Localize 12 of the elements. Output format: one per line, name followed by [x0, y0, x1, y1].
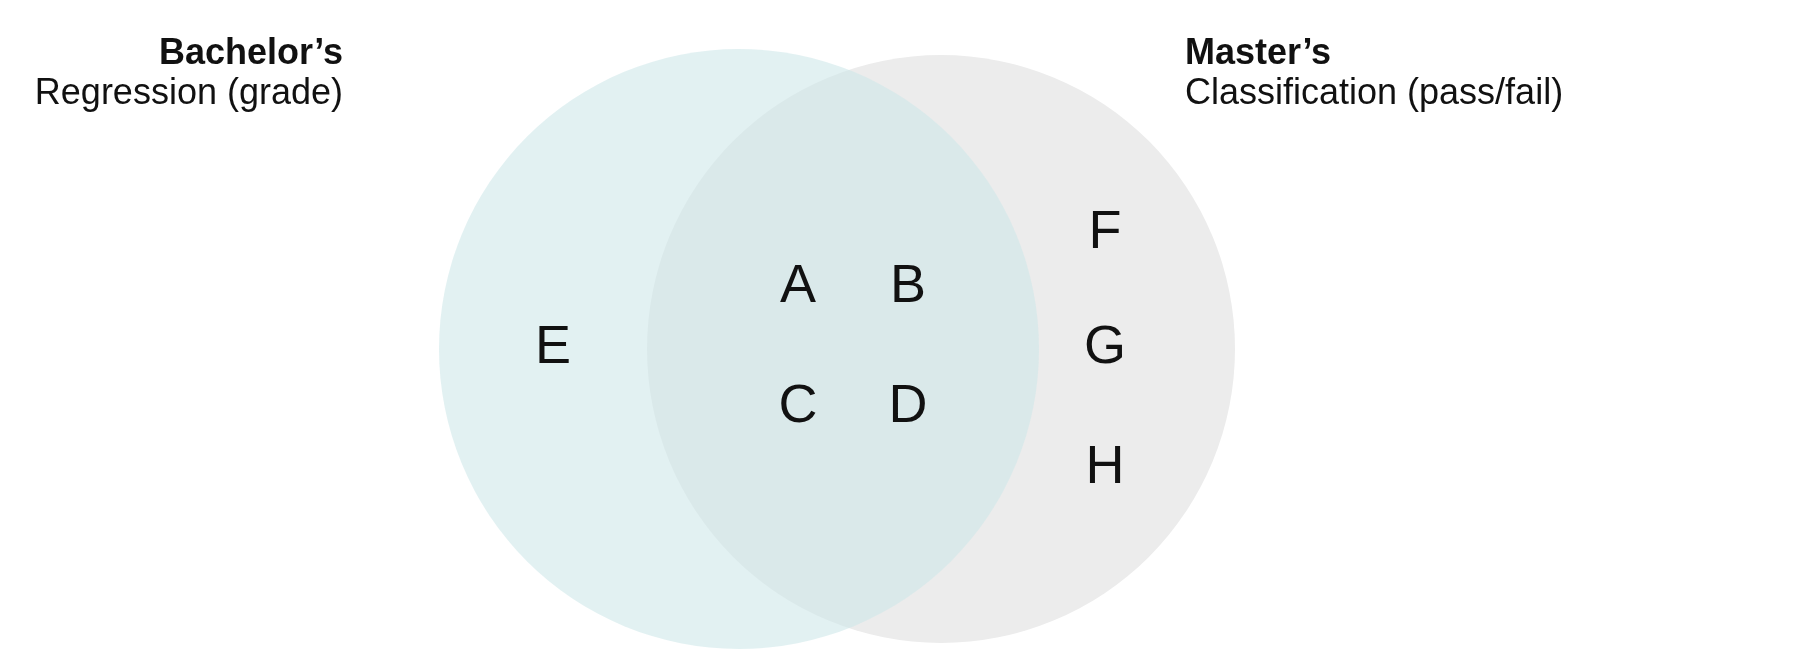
- region-letter: C: [778, 373, 818, 433]
- set-title: Master’s: [1185, 32, 1332, 72]
- region-letter: F: [1088, 199, 1122, 259]
- region-letter: A: [780, 253, 816, 313]
- region-letter: B: [890, 253, 926, 313]
- set-subtitle: Classification (pass/fail): [1185, 72, 1564, 112]
- region-letter: D: [888, 373, 928, 433]
- region-letter: H: [1085, 434, 1125, 494]
- region-letter: G: [1084, 314, 1126, 374]
- set-title: Bachelor’s: [158, 32, 343, 72]
- set-subtitle: Regression (grade): [34, 72, 343, 112]
- region-letter: E: [535, 314, 571, 374]
